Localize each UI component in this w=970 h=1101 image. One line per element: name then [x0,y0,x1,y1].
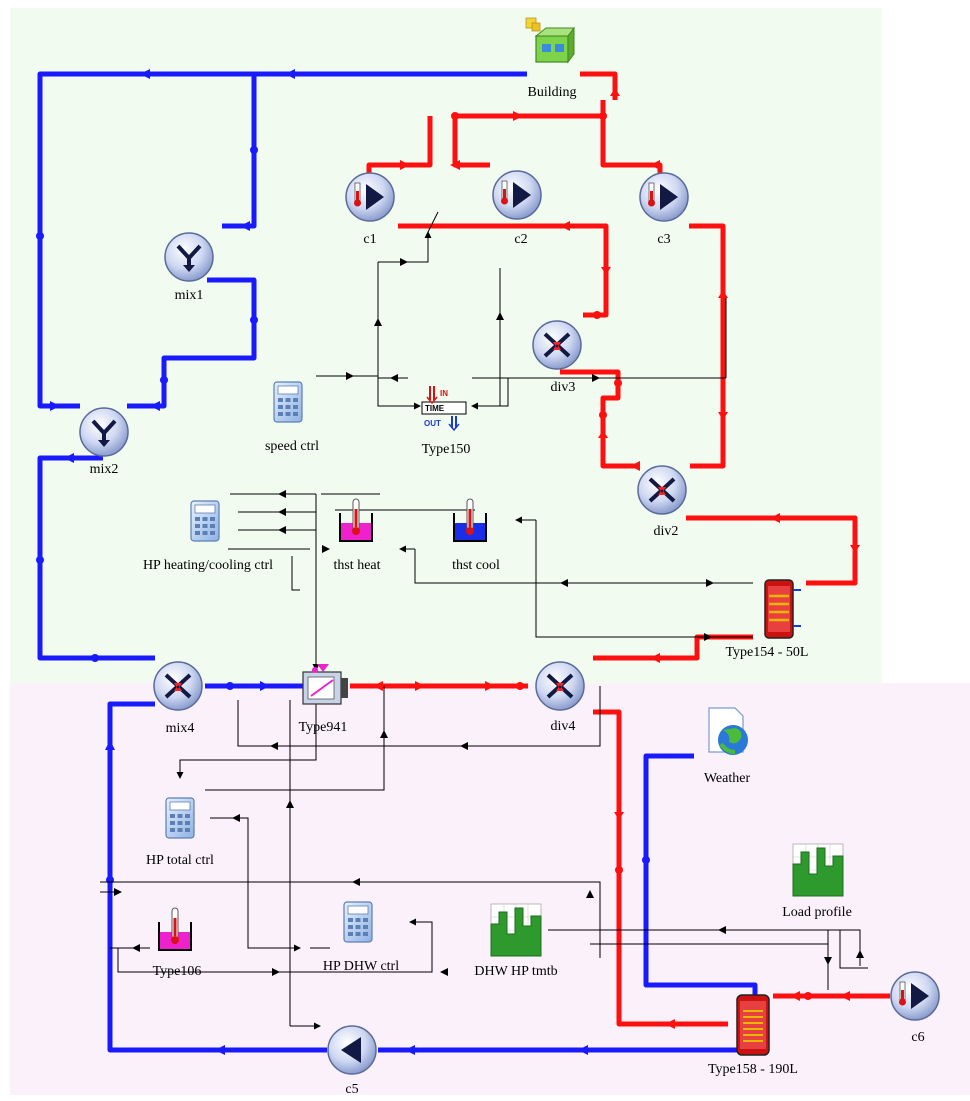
mixer-mix4-label: mix4 [166,721,195,736]
pump-icon [492,170,542,220]
pump-c5-label: c5 [345,1082,358,1097]
hot-flow-arrows [373,88,860,1029]
diverter-icon [636,464,688,516]
pump-icon [345,172,395,222]
load-profile-label: Load profile [782,905,852,920]
upper-zone [10,8,882,683]
type150-out-text: OUT [424,419,441,428]
type150-in-text: IN [440,389,448,398]
pump-c6-label: c6 [911,1030,924,1045]
type150-label: Type150 [422,442,471,457]
type106-component[interactable] [158,907,192,951]
diverter-icon [531,319,583,371]
signal-lines [100,211,868,1030]
hot-flow-dots [451,112,812,1000]
pump-icon [327,1025,377,1075]
type106-label: Type106 [153,964,202,979]
building-component[interactable] [525,17,575,64]
diverter-div3-label: div3 [551,380,576,395]
type150-component[interactable]: IN TIME OUT [421,386,467,432]
heat-pump-icon [302,664,348,705]
type150-time-text: TIME [425,404,445,413]
type941-component[interactable] [302,664,348,705]
calculator-icon [273,381,303,423]
calculator-icon [190,500,220,542]
bar-chart-icon [792,843,844,897]
mixer-mix4[interactable] [152,660,204,712]
type154-component[interactable] [764,579,801,639]
mixer-mix2[interactable] [78,406,130,458]
mixer-icon [163,231,215,283]
weather-icon [708,707,748,755]
pump-c2-label: c2 [514,232,527,247]
diverter-div4-label: div4 [551,719,576,734]
hp-dhw-ctrl-label: HP DHW ctrl [323,959,399,974]
pump-c6[interactable] [890,971,940,1021]
mixer-icon [78,406,130,458]
pump-c3-label: c3 [657,232,670,247]
pump-icon [890,971,940,1021]
mixer-mix2-label: mix2 [90,462,119,477]
bar-chart-icon [490,903,542,957]
hp-heating-cooling-ctrl-component[interactable] [190,500,220,542]
thst-cool-component[interactable] [453,498,487,542]
type158-component[interactable] [736,994,770,1056]
tank-icon [736,994,770,1056]
thst-heat-label: thst heat [333,558,380,573]
diverter-div2-label: div2 [654,524,679,539]
signal-arrowheads [114,258,864,976]
type154-label: Type154 - 50L [725,645,808,660]
type158-label: Type158 - 190L [708,1062,798,1077]
speed-ctrl-component[interactable] [273,381,303,423]
calculator-icon [343,901,373,943]
mixer-mix1-label: mix1 [175,288,204,303]
pump-icon [639,172,689,222]
thst-heat-component[interactable] [339,498,373,542]
diverter-icon [534,660,586,712]
thst-cool-label: thst cool [452,558,500,573]
dhw-hp-tmtb-component[interactable] [490,903,542,957]
speed-ctrl-label: speed ctrl [265,439,319,454]
building-icon [525,17,575,64]
thermostat-icon [339,498,373,542]
building-label: Building [527,85,576,100]
pump-c1-label: c1 [363,232,376,247]
hp-total-ctrl-label: HP total ctrl [146,853,214,868]
hp-heating-cooling-ctrl-label: HP heating/cooling ctrl [143,558,273,573]
weather-label: Weather [704,771,751,786]
pump-c1[interactable] [345,172,395,222]
dhw-hp-tmtb-label: DHW HP tmtb [474,964,557,979]
thermostat-icon [453,498,487,542]
tank-icon [764,579,801,639]
load-profile-component[interactable] [792,843,844,897]
cold-flow-arrows [50,69,588,1055]
time-converter-icon: IN TIME OUT [421,386,467,432]
thermostat-icon [158,907,192,951]
pump-c2[interactable] [492,170,542,220]
diverter-div4[interactable] [534,660,586,712]
diverter-div2[interactable] [636,464,688,516]
pump-c3[interactable] [639,172,689,222]
cold-flow-dots [36,146,650,884]
mixer-mix1[interactable] [163,231,215,283]
pump-c5[interactable] [327,1025,377,1075]
weather-component[interactable] [708,707,748,755]
mixer-icon [152,660,204,712]
diverter-div3[interactable] [531,319,583,371]
calculator-icon [165,797,195,839]
hp-dhw-ctrl-component[interactable] [343,901,373,943]
type941-label: Type941 [299,720,348,735]
hp-total-ctrl-component[interactable] [165,797,195,839]
